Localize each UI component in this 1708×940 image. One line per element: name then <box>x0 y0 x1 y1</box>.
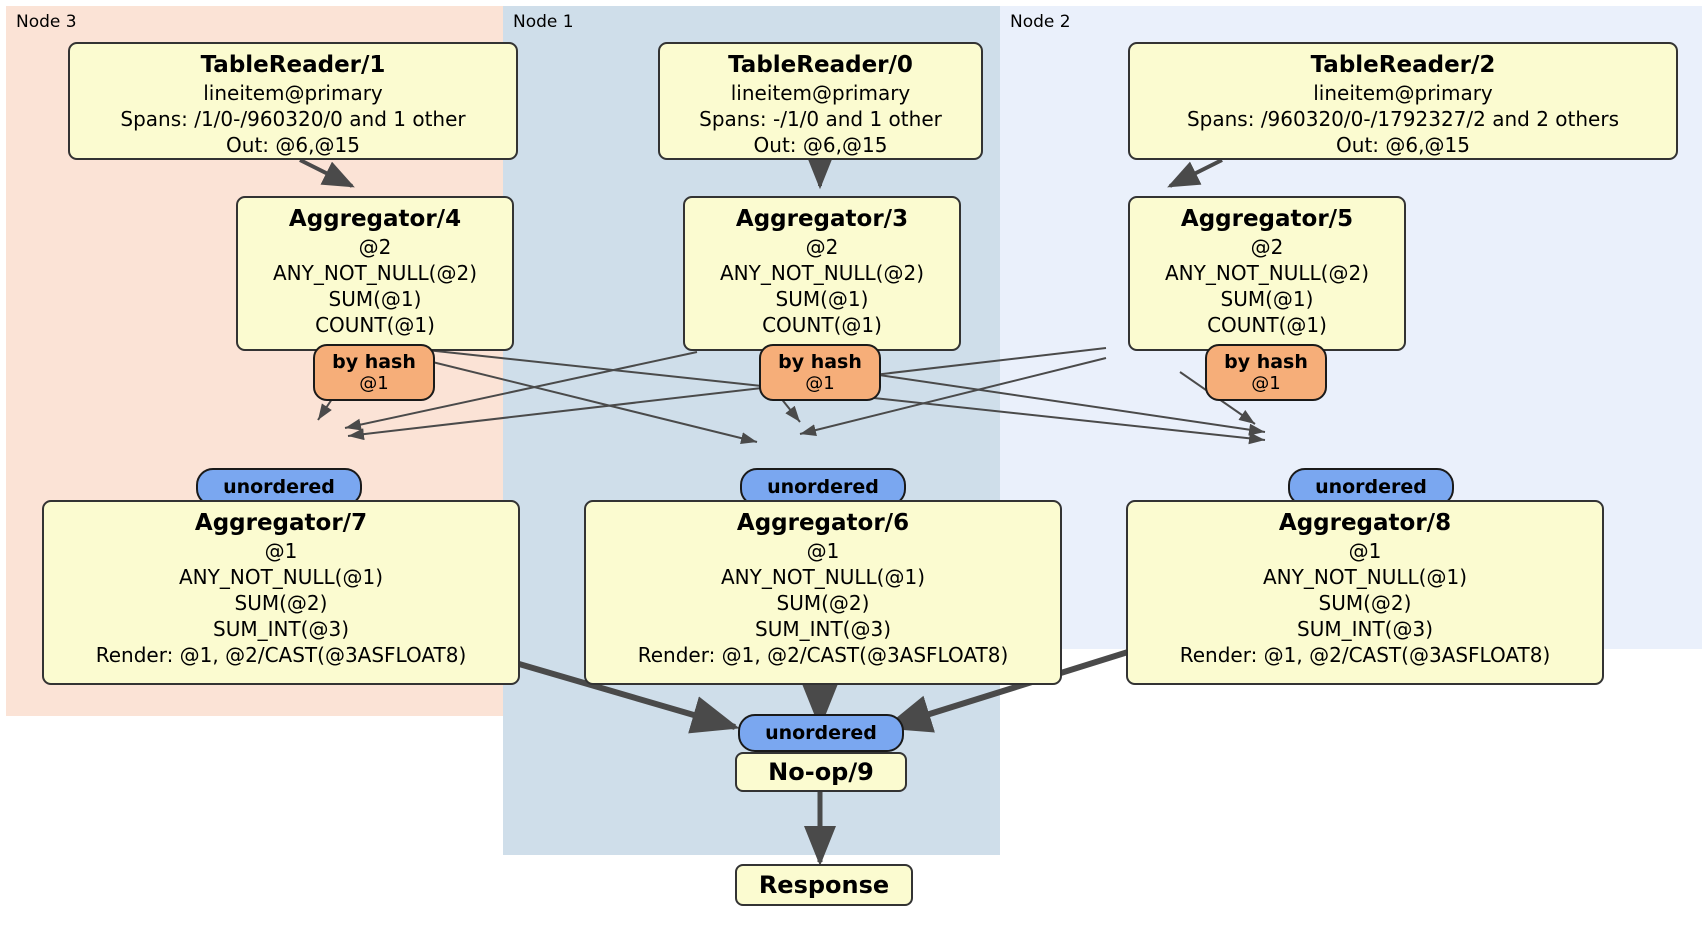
node-line: ANY_NOT_NULL(@2) <box>1165 261 1369 285</box>
node-line: @2 <box>358 235 392 259</box>
node-line: Render: @1, @2/CAST(@3ASFLOAT8) <box>95 643 467 667</box>
node-no-op-9[interactable]: No-op/9 <box>735 752 907 792</box>
node-line: SUM(@2) <box>776 591 870 615</box>
node-table-reader-0[interactable]: TableReader/0 lineitem@primary Spans: -/… <box>658 42 983 160</box>
node-line: @1 <box>264 539 298 563</box>
node-panel-label-node1: Node 1 <box>513 12 574 32</box>
node-line: COUNT(@1) <box>315 313 435 337</box>
pill-unordered-final[interactable]: unordered <box>738 714 904 752</box>
node-line: @1 <box>806 539 840 563</box>
node-title: Aggregator/8 <box>1278 510 1452 536</box>
node-line: @2 <box>805 235 839 259</box>
pill-by-hash-right[interactable]: by hash @1 <box>1205 344 1327 401</box>
pill-label: unordered <box>765 722 877 744</box>
node-aggregator-5[interactable]: Aggregator/5 @2 ANY_NOT_NULL(@2) SUM(@1)… <box>1128 196 1406 351</box>
node-line: Render: @1, @2/CAST(@3ASFLOAT8) <box>637 643 1009 667</box>
node-aggregator-8[interactable]: Aggregator/8 @1 ANY_NOT_NULL(@1) SUM(@2)… <box>1126 500 1604 685</box>
node-line: Spans: /960320/0-/1792327/2 and 2 others <box>1186 107 1619 131</box>
node-aggregator-7[interactable]: Aggregator/7 @1 ANY_NOT_NULL(@1) SUM(@2)… <box>42 500 520 685</box>
pill-unordered-mid[interactable]: unordered <box>740 468 906 506</box>
node-title: Aggregator/7 <box>194 510 368 536</box>
node-line: @1 <box>1348 539 1382 563</box>
node-line: COUNT(@1) <box>1207 313 1327 337</box>
node-title: No-op/9 <box>768 758 874 786</box>
node-title: TableReader/0 <box>728 52 913 78</box>
node-line: Spans: /1/0-/960320/0 and 1 other <box>120 107 466 131</box>
node-title: TableReader/1 <box>200 52 386 78</box>
node-aggregator-4[interactable]: Aggregator/4 @2 ANY_NOT_NULL(@2) SUM(@1)… <box>236 196 514 351</box>
pill-label: by hash <box>332 350 416 373</box>
node-line: ANY_NOT_NULL(@1) <box>179 565 383 589</box>
node-line: Out: @6,@15 <box>753 133 888 157</box>
node-line: Render: @1, @2/CAST(@3ASFLOAT8) <box>1179 643 1551 667</box>
pill-label: by hash <box>778 350 862 373</box>
node-line: COUNT(@1) <box>762 313 882 337</box>
node-line: SUM_INT(@3) <box>755 617 891 641</box>
node-line: SUM(@1) <box>328 287 422 311</box>
pill-unordered-left[interactable]: unordered <box>196 468 362 506</box>
node-title: TableReader/2 <box>1310 52 1496 78</box>
node-line: Spans: -/1/0 and 1 other <box>699 107 942 131</box>
node-line: SUM(@1) <box>1220 287 1314 311</box>
pill-by-hash-left[interactable]: by hash @1 <box>313 344 435 401</box>
node-title: Response <box>758 871 890 899</box>
node-panel-label-node2: Node 2 <box>1010 12 1071 32</box>
node-line: SUM(@2) <box>1318 591 1412 615</box>
pill-label: unordered <box>1315 476 1427 498</box>
node-line: @2 <box>1250 235 1284 259</box>
node-line: lineitem@primary <box>730 81 911 105</box>
node-aggregator-6[interactable]: Aggregator/6 @1 ANY_NOT_NULL(@1) SUM(@2)… <box>584 500 1062 685</box>
node-response[interactable]: Response <box>735 864 913 906</box>
node-line: SUM(@2) <box>234 591 328 615</box>
pill-sublabel: @1 <box>805 372 835 394</box>
node-aggregator-3[interactable]: Aggregator/3 @2 ANY_NOT_NULL(@2) SUM(@1)… <box>683 196 961 351</box>
pill-sublabel: @1 <box>359 372 389 394</box>
node-line: lineitem@primary <box>203 81 383 105</box>
node-title: Aggregator/5 <box>1180 206 1354 232</box>
node-line: SUM_INT(@3) <box>1297 617 1433 641</box>
node-line: Out: @6,@15 <box>1336 133 1470 157</box>
node-line: ANY_NOT_NULL(@1) <box>721 565 925 589</box>
pill-sublabel: @1 <box>1251 372 1281 394</box>
node-table-reader-1[interactable]: TableReader/1 lineitem@primary Spans: /1… <box>68 42 518 160</box>
node-line: ANY_NOT_NULL(@2) <box>273 261 477 285</box>
node-line: SUM_INT(@3) <box>213 617 349 641</box>
pill-label: unordered <box>767 476 879 498</box>
node-table-reader-2[interactable]: TableReader/2 lineitem@primary Spans: /9… <box>1128 42 1678 160</box>
node-line: ANY_NOT_NULL(@2) <box>720 261 924 285</box>
node-title: Aggregator/6 <box>736 510 910 536</box>
node-line: lineitem@primary <box>1313 81 1493 105</box>
node-title: Aggregator/3 <box>735 206 909 232</box>
pill-label: by hash <box>1224 350 1308 373</box>
pill-label: unordered <box>223 476 335 498</box>
node-panel-label-node3: Node 3 <box>16 12 77 32</box>
node-title: Aggregator/4 <box>288 206 462 232</box>
node-line: SUM(@1) <box>775 287 869 311</box>
node-line: ANY_NOT_NULL(@1) <box>1263 565 1467 589</box>
pill-by-hash-mid[interactable]: by hash @1 <box>759 344 881 401</box>
node-line: Out: @6,@15 <box>226 133 360 157</box>
